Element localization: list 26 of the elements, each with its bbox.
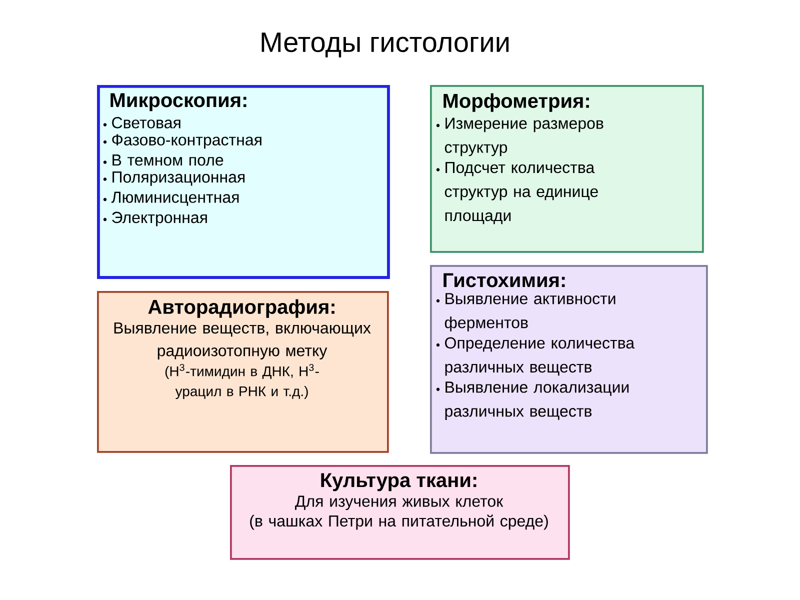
box-text: (в чашках Петри на питательной среде)	[250, 514, 548, 530]
method-box	[97, 291, 389, 453]
box-heading: Гистохимия:	[444, 273, 565, 288]
box-text: (H$^{3}$-тимидин в ДНК, H$^{3}$-урацил в РНК и т.д.)	[165, 364, 319, 400]
method-box	[430, 85, 704, 253]
list-item: Измерение размеров структур	[444, 118, 604, 156]
list-item: Фазово-контрастная	[112, 134, 262, 149]
box-heading: Культура ткани:	[321, 473, 476, 492]
box-heading: Авторадиография:	[148, 299, 334, 318]
list-item: В темном поле	[112, 154, 224, 166]
box-text: Выявление веществ, включающих радиоизотопную метку	[114, 322, 371, 360]
list-item: Световая	[112, 117, 180, 128]
list-item: Поляризационная	[112, 172, 244, 186]
method-box	[97, 85, 390, 279]
box-heading: Микроскопия:	[110, 93, 246, 112]
list-item: Выявление активности ферментов	[444, 293, 616, 332]
method-box	[430, 265, 708, 454]
list-item: Подсчет количества структур на единице площади	[444, 162, 598, 224]
list-item: Люминисцентная	[111, 192, 239, 206]
list-item: Выявление локализации различных веществ	[445, 382, 629, 420]
list-item: Определение количества различных веществ	[445, 337, 635, 376]
box-text: Для изучения живых клеток	[295, 496, 504, 510]
list-item: Электронная	[112, 212, 207, 226]
method-box	[230, 465, 570, 560]
title: Методы гистологии	[262, 32, 509, 58]
box-heading: Морфометрия:	[444, 93, 589, 112]
